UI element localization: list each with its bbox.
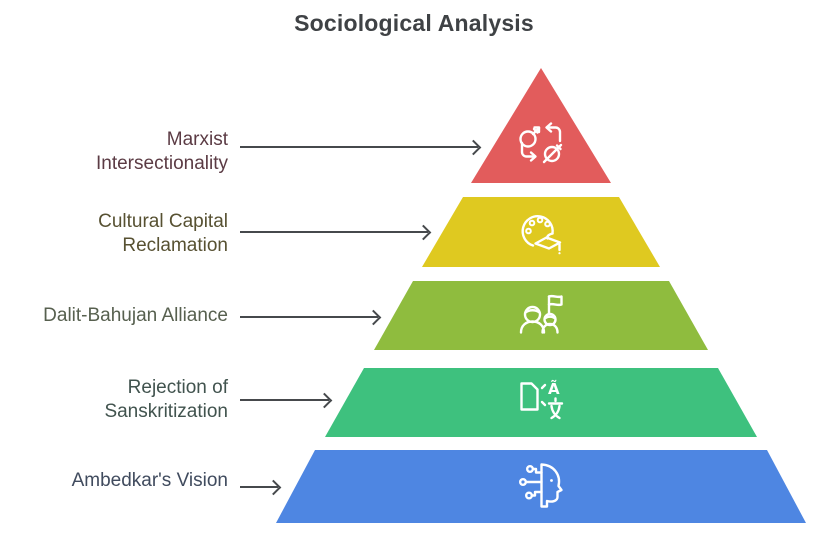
ai-head-circuit-icon (519, 463, 563, 508)
arrow-to-level-4 (240, 399, 329, 401)
label-dalit-bahujan-alliance: Dalit-Bahujan Alliance (43, 305, 228, 326)
svg-text:Ã: Ã (548, 379, 560, 398)
pyramid-level-2 (422, 197, 660, 267)
arrow-to-level-5 (240, 486, 278, 488)
diagram-title: Sociological Analysis (294, 10, 534, 36)
gender-diversity-icon (519, 122, 563, 164)
people-with-flag-icon (519, 294, 563, 334)
label-rejection-of-sanskritization: Rejection of Sanskritization (104, 377, 228, 422)
arrow-to-level-1 (240, 146, 478, 148)
label-cultural-capital-reclamation: Cultural Capital Reclamation (98, 211, 228, 256)
label-ambedkars-vision: Ambedkar's Vision (71, 470, 228, 491)
label-marxist-intersectionality: Marxist Intersectionality (95, 129, 228, 174)
arrow-to-level-3 (240, 316, 378, 318)
translation-icon: Ã (520, 379, 564, 420)
pyramid-level-1 (471, 68, 611, 183)
palette-graduation-cap-icon (521, 215, 562, 255)
arrow-to-level-2 (240, 231, 428, 233)
